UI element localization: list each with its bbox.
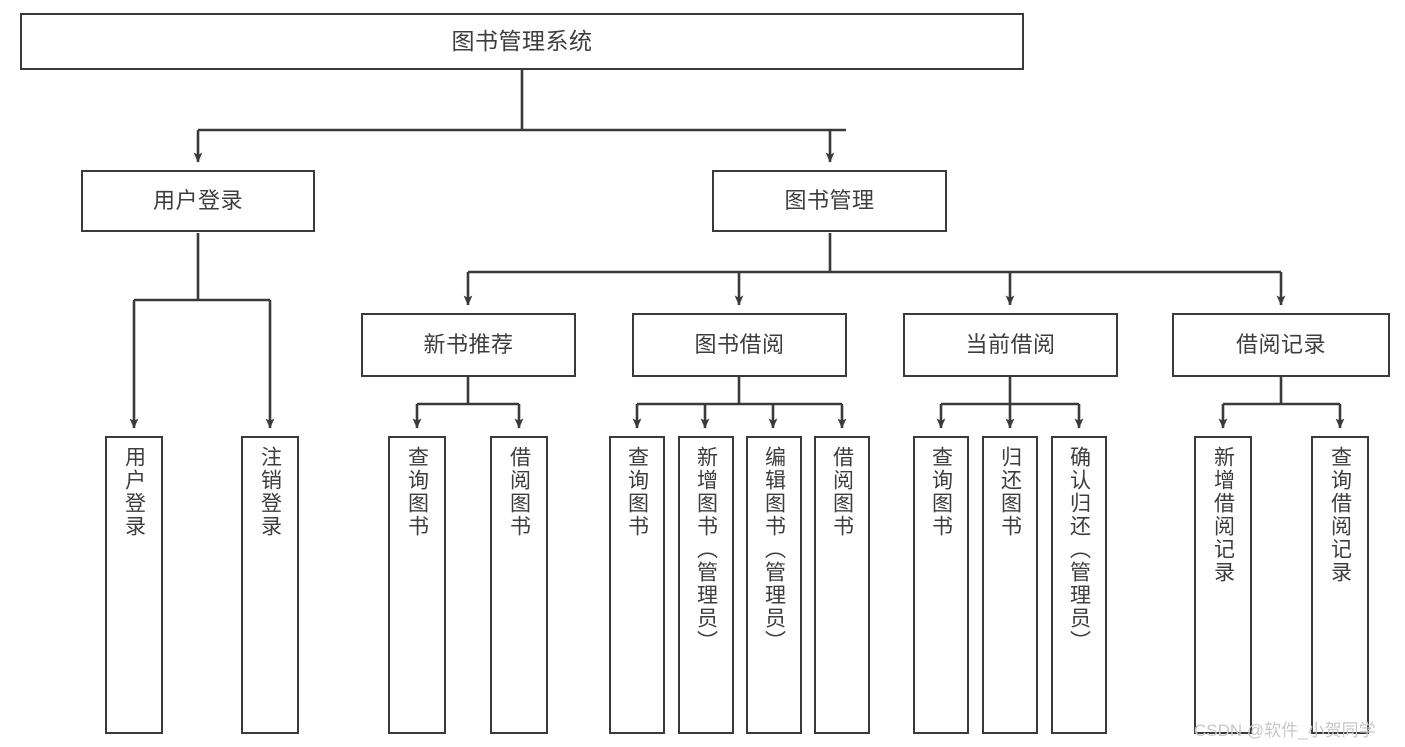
leaf-book-borrow-edit[interactable]: 编辑图书（管理员）: [746, 436, 802, 734]
leaf-user-login-logout[interactable]: 注销登录: [241, 436, 299, 734]
leaf-borrow-record-query-label: 查询借阅记录: [1328, 446, 1352, 584]
node-book-manage[interactable]: 图书管理: [712, 170, 947, 232]
node-root-system[interactable]: 图书管理系统: [20, 13, 1024, 70]
leaf-book-borrow-query-label: 查询图书: [625, 446, 649, 538]
leaf-current-borrow-confirm-label: 确认归还（管理员）: [1067, 446, 1091, 653]
node-borrow-record-label: 借阅记录: [1235, 332, 1326, 358]
leaf-current-borrow-query[interactable]: 查询图书: [913, 436, 969, 734]
leaf-new-book-query[interactable]: 查询图书: [388, 436, 446, 734]
node-borrow-record[interactable]: 借阅记录: [1172, 313, 1390, 377]
node-current-borrow[interactable]: 当前借阅: [903, 313, 1118, 377]
node-root-system-label: 图书管理系统: [451, 28, 593, 55]
leaf-user-login-login-label: 用户登录: [122, 446, 146, 538]
node-current-borrow-label: 当前借阅: [965, 332, 1056, 358]
leaf-new-book-query-label: 查询图书: [405, 446, 429, 538]
leaf-book-borrow-borrow-label: 借阅图书: [830, 446, 854, 538]
leaf-borrow-record-query[interactable]: 查询借阅记录: [1311, 436, 1369, 734]
leaf-new-book-borrow-label: 借阅图书: [507, 446, 531, 538]
leaf-book-borrow-query[interactable]: 查询图书: [609, 436, 665, 734]
leaf-borrow-record-add-label: 新增借阅记录: [1211, 446, 1235, 584]
leaf-current-borrow-return-label: 归还图书: [998, 446, 1022, 538]
leaf-borrow-record-add[interactable]: 新增借阅记录: [1194, 436, 1252, 734]
leaf-book-borrow-add[interactable]: 新增图书（管理员）: [678, 436, 734, 734]
node-user-login-label: 用户登录: [152, 188, 243, 214]
node-user-login[interactable]: 用户登录: [81, 170, 315, 232]
leaf-book-borrow-edit-label: 编辑图书（管理员）: [762, 446, 786, 653]
leaf-new-book-borrow[interactable]: 借阅图书: [490, 436, 548, 734]
leaf-user-login-logout-label: 注销登录: [258, 446, 282, 538]
leaf-book-borrow-borrow[interactable]: 借阅图书: [814, 436, 870, 734]
node-book-manage-label: 图书管理: [784, 188, 875, 214]
leaf-current-borrow-return[interactable]: 归还图书: [982, 436, 1038, 734]
node-new-book-recommend-label: 新书推荐: [423, 332, 514, 358]
leaf-current-borrow-query-label: 查询图书: [929, 446, 953, 538]
leaf-user-login-login[interactable]: 用户登录: [105, 436, 163, 734]
csdn-watermark: CSDN @软件_小贺同学: [1194, 721, 1376, 740]
leaf-book-borrow-add-label: 新增图书（管理员）: [694, 446, 718, 653]
node-new-book-recommend[interactable]: 新书推荐: [361, 313, 576, 377]
node-book-borrow-label: 图书借阅: [694, 332, 785, 358]
node-book-borrow[interactable]: 图书借阅: [632, 313, 847, 377]
leaf-current-borrow-confirm[interactable]: 确认归还（管理员）: [1051, 436, 1107, 734]
